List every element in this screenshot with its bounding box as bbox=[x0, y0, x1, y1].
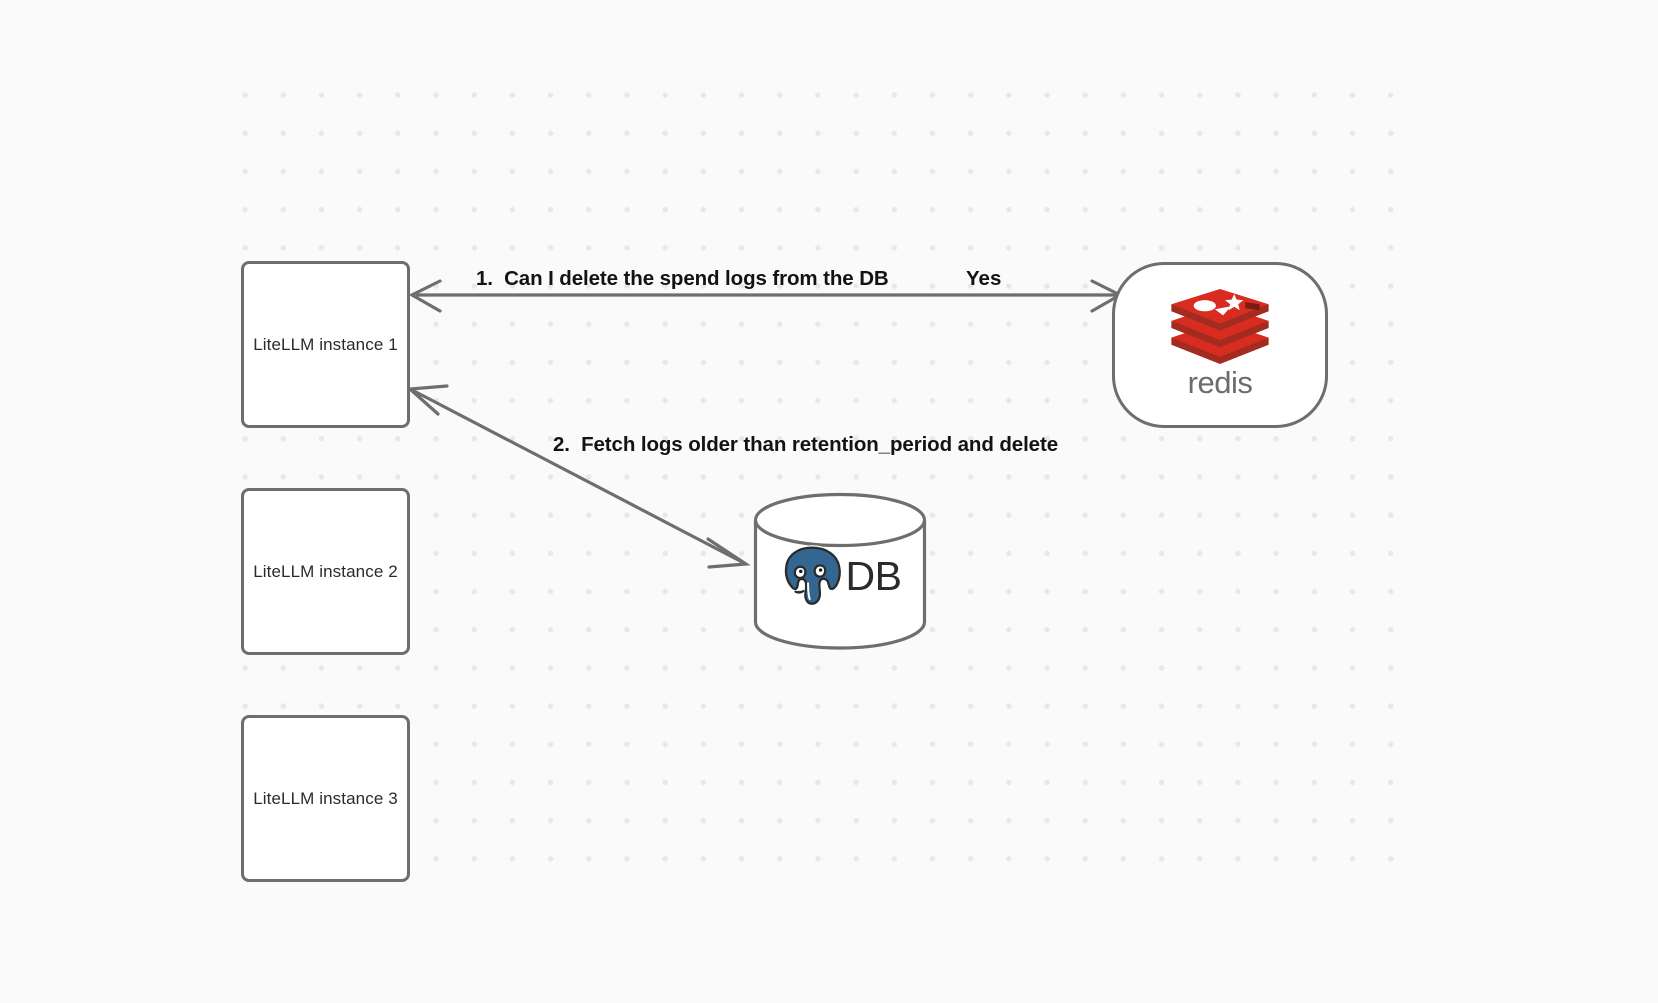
node-litellm-instance-3[interactable]: LiteLLM instance 3 bbox=[241, 715, 410, 882]
svg-text:redis: redis bbox=[1188, 365, 1253, 400]
redis-wordmark: redis bbox=[1188, 365, 1253, 400]
arrowhead-lower-right bbox=[706, 537, 751, 569]
postgresql-elephant-icon bbox=[783, 545, 842, 607]
edge-litellm1-database bbox=[406, 384, 751, 569]
edge-line bbox=[413, 389, 743, 564]
database-label: DB bbox=[845, 552, 902, 599]
node-label: LiteLLM instance 2 bbox=[253, 561, 398, 581]
node-label: LiteLLM instance 1 bbox=[253, 334, 398, 354]
database-label-group: DB bbox=[753, 536, 927, 616]
redis-logo-icon bbox=[1171, 289, 1269, 364]
edge-label-request: 1. Can I delete the spend logs from the … bbox=[476, 267, 889, 290]
node-database[interactable]: DB bbox=[753, 492, 927, 650]
node-redis[interactable]: redis bbox=[1112, 262, 1328, 428]
node-label: LiteLLM instance 3 bbox=[253, 788, 398, 808]
node-litellm-instance-2[interactable]: LiteLLM instance 2 bbox=[241, 488, 410, 655]
edge-label-fetch-delete: 2. Fetch logs older than retention_perio… bbox=[553, 433, 1058, 456]
arrowhead-upper-left bbox=[406, 384, 449, 416]
edge-label-response: Yes bbox=[966, 267, 1002, 290]
node-litellm-instance-1[interactable]: LiteLLM instance 1 bbox=[241, 261, 410, 428]
arrowhead-left bbox=[408, 279, 442, 313]
